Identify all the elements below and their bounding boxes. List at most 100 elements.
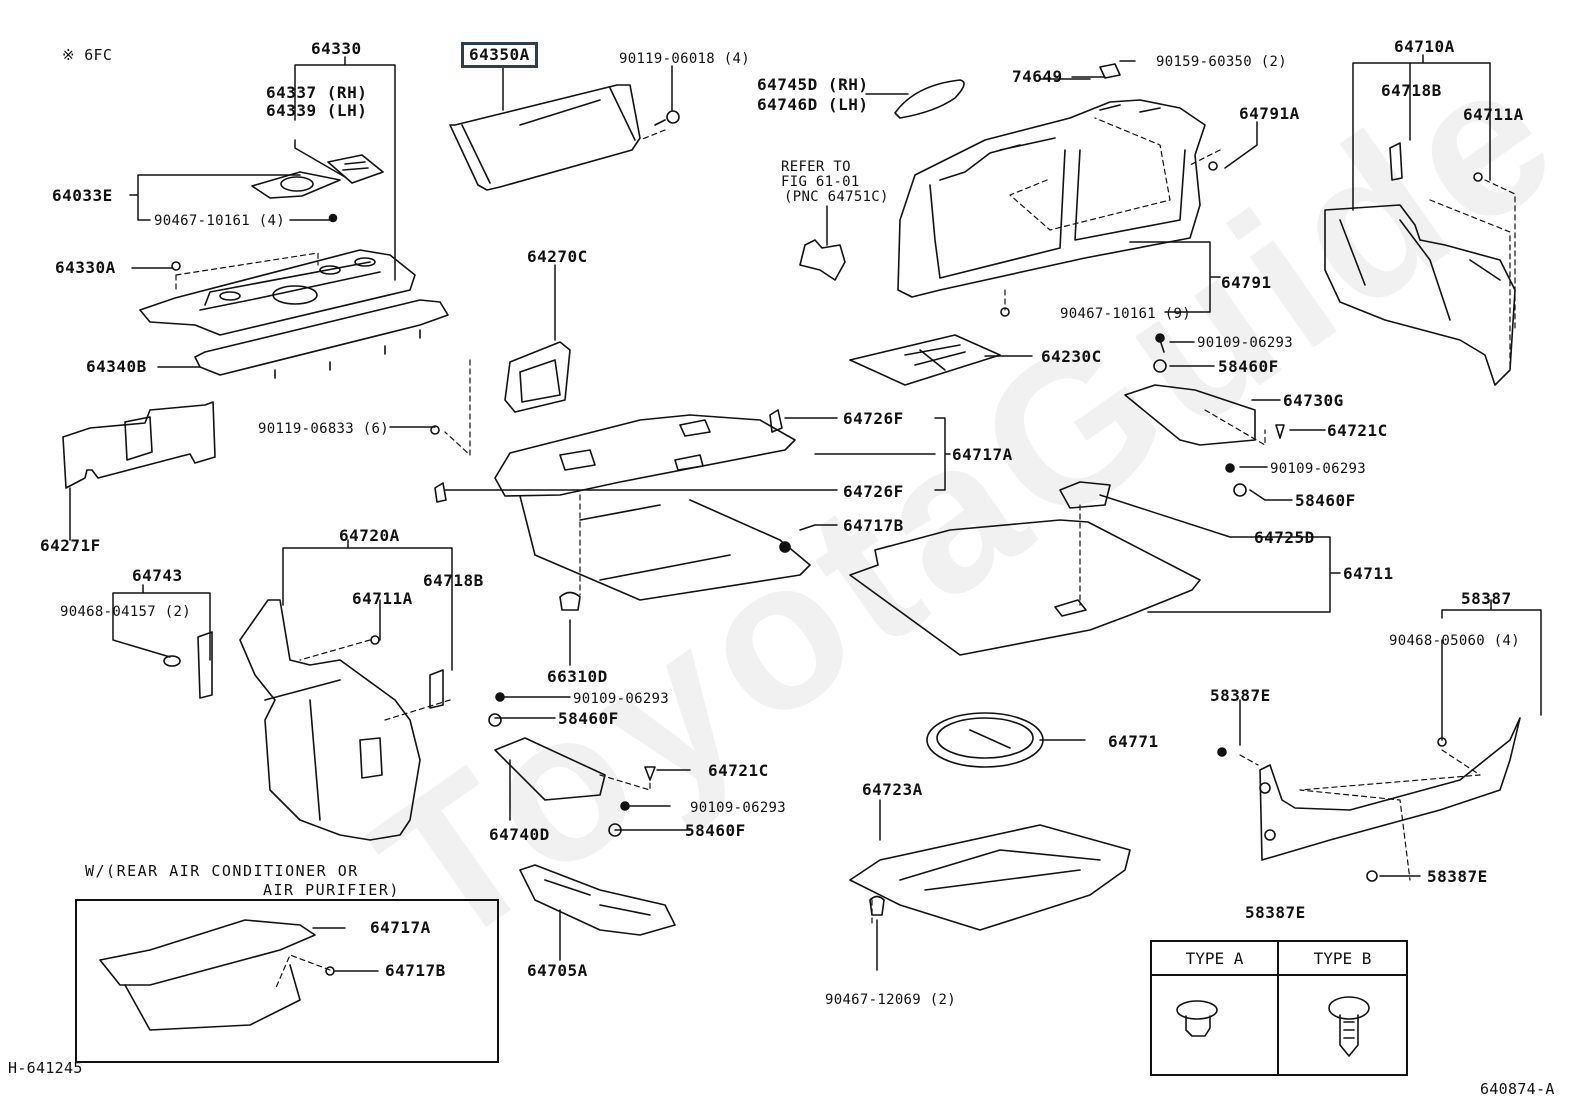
part-label-58387[interactable]: 58387 (1461, 589, 1512, 608)
part-label-64330A[interactable]: 64330A (55, 258, 116, 277)
side-cover-right (1125, 385, 1255, 445)
part-label-90467-12069[interactable]: 90467-12069 (2) (825, 992, 956, 1008)
clip-table-title: 58387E (1245, 903, 1306, 922)
part-label-64726F-upper[interactable]: 64726F (843, 409, 904, 428)
part-label-64705A[interactable]: 64705A (527, 961, 588, 980)
part-label-64791A[interactable]: 64791A (1239, 104, 1300, 123)
part-label-58460F-d[interactable]: 58460F (685, 821, 746, 840)
refer-note-line-2: FIG 61-01 (781, 174, 860, 190)
speaker-grille-cover (252, 155, 383, 198)
clip-type-a-icon (1177, 1001, 1217, 1036)
package-tray-trim (140, 250, 415, 335)
part-label-64726F-lower[interactable]: 64726F (843, 482, 904, 501)
spare-cover-64771 (927, 713, 1043, 767)
plug-66310D (560, 593, 580, 611)
side-cover-left (495, 738, 605, 800)
part-label-64271F[interactable]: 64271F (40, 536, 101, 555)
part-label-90119-06018[interactable]: 90119-06018 (4) (619, 51, 750, 67)
deck-floor-box (850, 825, 1130, 930)
part-label-64720A[interactable]: 64720A (339, 526, 400, 545)
part-label-64710A[interactable]: 64710A (1394, 37, 1455, 56)
deck-trim-cover (495, 415, 810, 600)
part-label-64717A[interactable]: 64717A (952, 445, 1013, 464)
part-label-64743[interactable]: 64743 (132, 566, 183, 585)
part-label-64270C[interactable]: 64270C (527, 247, 588, 266)
part-label-64723A[interactable]: 64723A (862, 780, 923, 799)
part-label-64033E[interactable]: 64033E (52, 186, 113, 205)
part-label-64725D[interactable]: 64725D (1254, 528, 1315, 547)
part-label-64711[interactable]: 64711 (1343, 564, 1394, 583)
figure-id-left: H-641245 (8, 1059, 83, 1077)
screw-icon (172, 215, 337, 271)
part-label-90159-60350[interactable]: 90159-60350 (2) (1156, 54, 1287, 70)
silencer-pad (63, 402, 215, 488)
part-label-90109-06293-b[interactable]: 90109-06293 (1270, 461, 1367, 477)
inset-title-line-1: W/(REAR AIR CONDITIONER OR (85, 862, 359, 880)
quarter-trim-left (240, 600, 443, 840)
small-fasteners-right (1154, 334, 1284, 496)
part-label-64771[interactable]: 64771 (1108, 732, 1159, 751)
part-label-64340B[interactable]: 64340B (86, 357, 147, 376)
refer-note-line-3[interactable]: (PNC 64751C) (784, 189, 889, 205)
part-label-64740D[interactable]: 64740D (489, 825, 550, 844)
part-label-58387E-lower[interactable]: 58387E (1427, 867, 1488, 886)
inset-deck-trim-cover (100, 920, 334, 1030)
bracket-part (800, 240, 845, 280)
part-label-64711A-left[interactable]: 64711A (352, 589, 413, 608)
part-label-58387E-upper[interactable]: 58387E (1210, 686, 1271, 705)
part-label-64337[interactable]: 64337 (RH) (266, 83, 368, 102)
clip-table-header-type-a: TYPE A (1152, 942, 1279, 976)
part-label-64230C[interactable]: 64230C (1041, 347, 1102, 366)
clip-table-cell-type-b (1279, 976, 1406, 1074)
part-label-64791[interactable]: 64791 (1221, 273, 1272, 292)
sub-panel-64743 (164, 632, 212, 698)
tray-net (850, 335, 1000, 385)
bolt-icon (655, 111, 679, 125)
clip-table-cell-type-a (1152, 976, 1279, 1074)
inset-title-line-2: AIR PURIFIER) (263, 881, 400, 899)
part-label-64730G[interactable]: 64730G (1283, 391, 1344, 410)
clip-table-header-type-b: TYPE B (1279, 942, 1406, 976)
part-label-90468-05060[interactable]: 90468-05060 (4) (1389, 633, 1520, 649)
part-label-58460F-c[interactable]: 58460F (558, 709, 619, 728)
part-label-90109-06293-c[interactable]: 90109-06293 (573, 691, 670, 707)
part-label-74649[interactable]: 74649 (1012, 67, 1063, 86)
part-label-58460F-a[interactable]: 58460F (1218, 357, 1279, 376)
part-label-64745D[interactable]: 64745D (RH) (757, 75, 869, 94)
part-label-90467-10161-9[interactable]: 90467-10161 (9) (1060, 306, 1191, 322)
part-label-66310D[interactable]: 66310D (547, 667, 608, 686)
tonneau-cover (450, 85, 640, 190)
clip-type-table: TYPE A TYPE B (1150, 940, 1408, 1076)
clip-type-b-icon (1329, 997, 1369, 1056)
part-label-64721C-right[interactable]: 64721C (1327, 421, 1388, 440)
part-label-64339[interactable]: 64339 (LH) (266, 101, 368, 120)
inset-label-64717A[interactable]: 64717A (370, 918, 431, 937)
clip-icon (1001, 64, 1217, 316)
part-label-90467-10161-4[interactable]: 90467-10161 (4) (154, 213, 285, 229)
part-label-64711A-right[interactable]: 64711A (1463, 105, 1524, 124)
fastener-clip (431, 410, 790, 552)
dashed-leaders (176, 118, 1515, 990)
inset-label-64717B[interactable]: 64717B (385, 961, 446, 980)
trim-cover-oval (895, 80, 964, 118)
tool-tray (520, 865, 675, 935)
part-label-64746D[interactable]: 64746D (LH) (757, 95, 869, 114)
back-door-trim-board (898, 100, 1205, 297)
quarter-trim-right (1325, 143, 1515, 385)
luggage-mat (850, 482, 1200, 655)
part-label-90119-06833[interactable]: 90119-06833 (6) (258, 421, 389, 437)
access-panel (505, 342, 570, 412)
part-label-64718B-right[interactable]: 64718B (1381, 81, 1442, 100)
inset-variant-box (75, 899, 499, 1063)
part-label-90109-06293-a[interactable]: 90109-06293 (1197, 335, 1294, 351)
part-label-58460F-b[interactable]: 58460F (1295, 491, 1356, 510)
part-label-90109-06293-d[interactable]: 90109-06293 (690, 800, 787, 816)
part-label-64330[interactable]: 64330 (311, 39, 362, 58)
part-label-64350A-highlighted[interactable]: 64350A (461, 42, 538, 68)
figure-id-right: 640874-A (1480, 1080, 1555, 1098)
part-label-90468-04157[interactable]: 90468-04157 (2) (60, 604, 191, 620)
part-label-64721C-left[interactable]: 64721C (708, 761, 769, 780)
refer-note-line-1: REFER TO (781, 159, 851, 175)
part-label-64717B[interactable]: 64717B (843, 516, 904, 535)
part-label-64718B-left[interactable]: 64718B (423, 571, 484, 590)
